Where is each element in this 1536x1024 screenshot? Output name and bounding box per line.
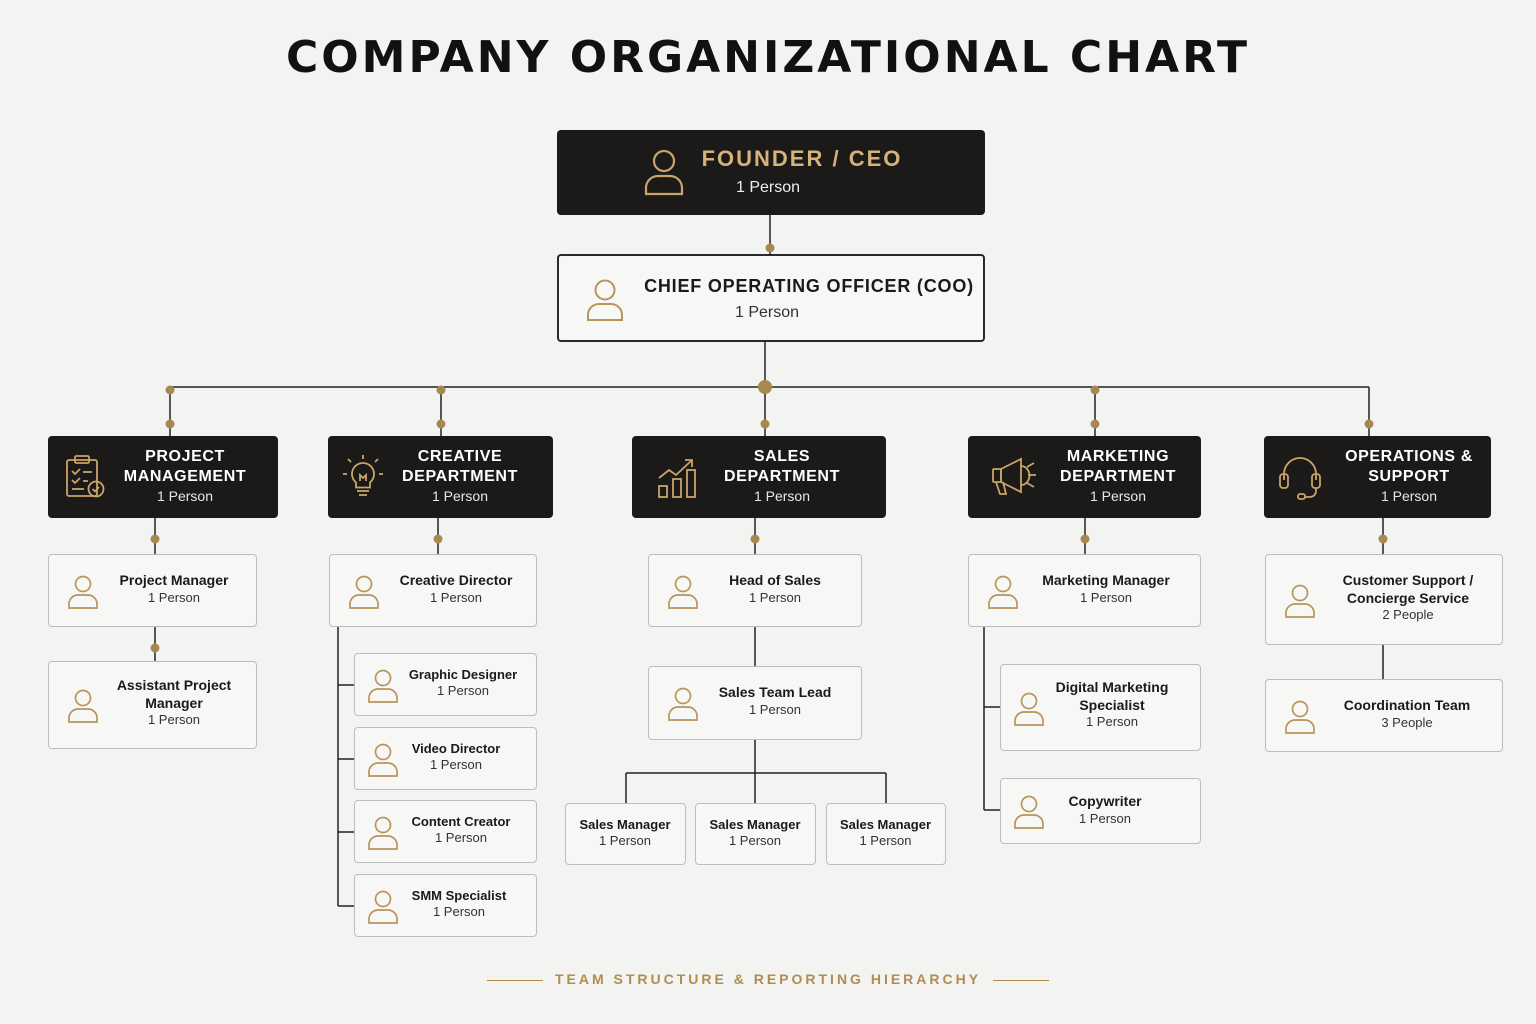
person-icon [585, 278, 625, 322]
role-name: Customer Support / Concierge Service [1342, 572, 1474, 606]
role-name: Digital Marketing Specialist [1055, 679, 1169, 713]
role-name: Sales Manager [579, 817, 671, 832]
footer-rule-left [486, 979, 543, 981]
person-icon [367, 889, 399, 925]
role-name: Coordination Team [1343, 697, 1471, 713]
role-name: Sales Team Lead [718, 684, 832, 700]
role-count: 1 Person [1078, 810, 1132, 826]
dept-count: 1 Person [1380, 488, 1438, 504]
dept-marketing[interactable]: MARKETING DEPARTMENT 1 Person [968, 436, 1201, 518]
dept-operations[interactable]: OPERATIONS & SUPPORT 1 Person [1264, 436, 1491, 518]
person-icon [667, 574, 699, 610]
person-icon [643, 148, 685, 196]
role-count: 3 People [1381, 714, 1433, 730]
role-count: 1 Person [859, 833, 912, 849]
dept-name: CREATIVE DEPARTMENT [402, 448, 518, 485]
footer-caption: TEAM STRUCTURE & REPORTING HIERARCHY [0, 971, 1536, 987]
role-count: 2 People [1382, 607, 1434, 622]
coo-title: CHIEF OPERATING OFFICER (COO) [644, 276, 974, 296]
role-count: 1 Person [147, 589, 201, 605]
clipboard-check-icon [64, 454, 106, 500]
person-icon [1013, 794, 1045, 830]
ceo-card[interactable]: FOUNDER / CEO 1 Person [557, 130, 985, 215]
coo-card[interactable]: CHIEF OPERATING OFFICER (COO) 1 Person [557, 254, 985, 342]
role-count: 1 Person [429, 589, 483, 605]
person-icon [367, 742, 399, 778]
dept-project-management[interactable]: PROJECT MANAGEMENT 1 Person [48, 436, 278, 518]
role-name: Assistant Project Manager [116, 677, 232, 711]
dept-count: 1 Person [156, 488, 214, 504]
lightbulb-icon [342, 454, 384, 500]
role-count: 1 Person [434, 830, 488, 846]
role-count: 1 Person [436, 683, 490, 699]
dept-count: 1 Person [753, 488, 811, 504]
dept-name: MARKETING DEPARTMENT [1060, 448, 1176, 485]
bar-chart-growth-icon [656, 456, 698, 500]
role-count: 1 Person [429, 757, 483, 773]
role-name: Head of Sales [729, 572, 821, 588]
dept-count: 1 Person [1089, 488, 1147, 504]
person-icon [987, 574, 1019, 610]
role-name: Graphic Designer [408, 667, 518, 682]
dept-name: PROJECT MANAGEMENT [123, 448, 247, 485]
dept-name: OPERATIONS & SUPPORT [1345, 448, 1473, 485]
role-name: Marketing Manager [1042, 572, 1170, 588]
role-count: 1 Person [598, 833, 652, 849]
footer-text: TEAM STRUCTURE & REPORTING HIERARCHY [554, 971, 982, 987]
role-count: 1 Person [748, 589, 802, 605]
person-icon [367, 668, 399, 704]
ceo-title: FOUNDER / CEO [701, 146, 903, 171]
person-icon [367, 815, 399, 851]
person-icon [1284, 583, 1316, 619]
role-count: 1 Person [1079, 589, 1133, 605]
role-name: Sales Manager [709, 817, 801, 832]
person-icon [1284, 699, 1316, 735]
role-count: 1 Person [432, 904, 486, 920]
dept-creative[interactable]: CREATIVE DEPARTMENT 1 Person [328, 436, 553, 518]
page-title: COMPANY ORGANIZATIONAL CHART [285, 32, 1251, 83]
role-count: 1 Person [728, 833, 782, 849]
person-icon [67, 688, 99, 724]
ceo-count: 1 Person [735, 179, 801, 196]
role-name: Video Director [411, 741, 501, 756]
role-count: 1 Person [147, 712, 201, 727]
dept-count: 1 Person [431, 488, 489, 504]
role-count: 1 Person [748, 701, 802, 717]
person-icon [667, 686, 699, 722]
role-name: Copywriter [1068, 793, 1142, 809]
person-icon [1013, 691, 1045, 727]
person-icon [348, 574, 380, 610]
footer-rule-right [993, 979, 1050, 981]
dept-name: SALES DEPARTMENT [724, 448, 840, 485]
role-count: 1 Person [1085, 714, 1139, 729]
megaphone-icon [990, 456, 1038, 498]
person-icon [67, 574, 99, 610]
dept-sales[interactable]: SALES DEPARTMENT 1 Person [632, 436, 886, 518]
headset-icon [1278, 454, 1322, 500]
role-name: SMM Specialist [411, 888, 507, 903]
role-name: Sales Manager [839, 817, 932, 832]
role-name: Creative Director [399, 572, 513, 588]
role-name: Project Manager [119, 572, 229, 588]
coo-count: 1 Person [734, 304, 800, 321]
role-name: Content Creator [411, 814, 511, 829]
